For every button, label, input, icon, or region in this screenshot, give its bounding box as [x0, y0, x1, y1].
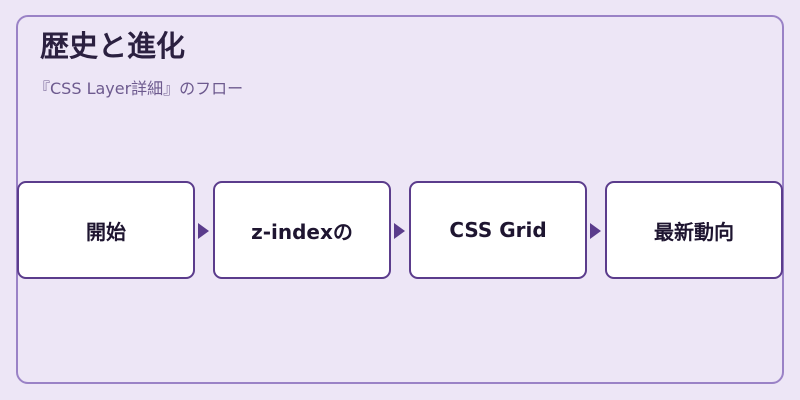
diagram-title: 歴史と進化: [40, 29, 186, 63]
diagram-subtitle: 『CSS Layer詳細』のフロー: [34, 79, 244, 98]
flow-arrow-right-icon: [394, 223, 405, 239]
flow-step-label: 最新動向: [654, 219, 734, 244]
flow-step-label: CSS Grid: [449, 218, 547, 242]
flow-arrow-right-icon: [198, 223, 209, 239]
flow-step-start: 開始: [17, 181, 195, 279]
flow-step-css-grid: CSS Grid: [409, 181, 587, 279]
flow-step-latest-trends: 最新動向: [605, 181, 783, 279]
flow-step-z-index: z-indexの: [213, 181, 391, 279]
flow-step-label: 開始: [86, 219, 126, 244]
flow-step-label: z-indexの: [251, 219, 353, 244]
flow-arrow-right-icon: [590, 223, 601, 239]
